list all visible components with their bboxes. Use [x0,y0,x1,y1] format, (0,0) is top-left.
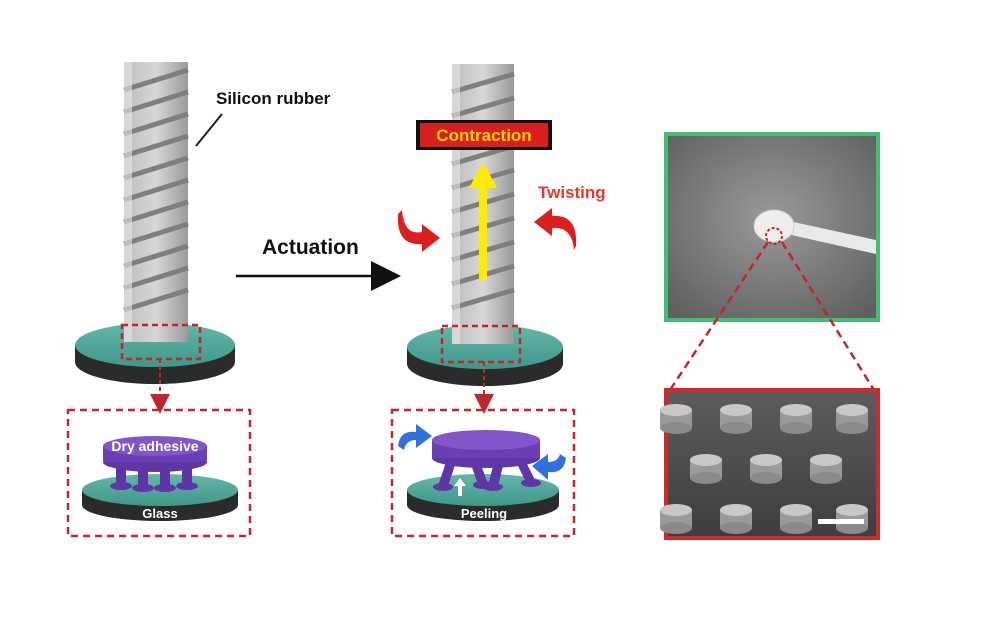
inset-peeling: Peeling [390,408,576,538]
sem-pillar-top [660,504,692,516]
leader-line-silicon [195,113,223,147]
sem-pillar-top [720,404,752,416]
sem-pillar-base [780,522,812,534]
glass-disc-left [75,323,235,384]
label-twisting: Twisting [538,183,606,202]
twist-arrow-left [397,210,440,252]
peel-arrow-right [532,454,566,480]
sem-panel [660,388,880,540]
contraction-arrow [469,162,497,280]
label-glass: Glass [142,506,177,521]
sem-pillar-base [720,522,752,534]
label-silicon-rubber: Silicon rubber [216,89,331,108]
left-assembly: Silicon rubber Dry adhesive Glass [66,62,331,538]
label-contraction: Contraction [436,126,531,145]
sem-pillar-base [836,422,868,434]
sem-pillar-top [690,454,722,466]
twist-arrow-right [534,208,577,250]
sem-pillar-base [780,422,812,434]
peel-arrow-left [398,424,432,450]
inset-dry-adhesive: Dry adhesive Glass [66,408,252,538]
sem-micropillars [660,404,868,534]
sem-pillar-top [780,504,812,516]
sem-pillar-top [660,404,692,416]
label-dry-adhesive: Dry adhesive [111,438,198,454]
label-peeling: Peeling [461,506,507,521]
zoom-line-left [668,241,770,391]
sem-pillar-top [810,454,842,466]
sample-zoom-circle [765,227,783,245]
sem-pillar-top [750,454,782,466]
silicon-rubber-column-left [123,62,189,342]
peel-indicator-arrow [454,478,466,496]
center-assembly: Contraction Twisting [390,64,606,538]
contraction-badge: Contraction [416,120,552,150]
zoom-marker-center [440,324,522,364]
sem-pillar-top [836,404,868,416]
scale-bar [818,519,864,524]
sem-pillar-base [720,422,752,434]
sem-pillar-base [660,522,692,534]
zoom-line-right [780,241,876,391]
sem-pillar-top [720,504,752,516]
label-actuation: Actuation [262,236,359,259]
sem-pillar-base [836,522,868,534]
sem-pillar-top [780,404,812,416]
sem-pillar-base [810,472,842,484]
sem-pillar-base [690,472,722,484]
sem-pillar-base [750,472,782,484]
adhesive-sample [753,209,795,243]
photo-panel [664,132,880,322]
sem-pillar-top [836,504,868,516]
sem-pillar-base [660,422,692,434]
